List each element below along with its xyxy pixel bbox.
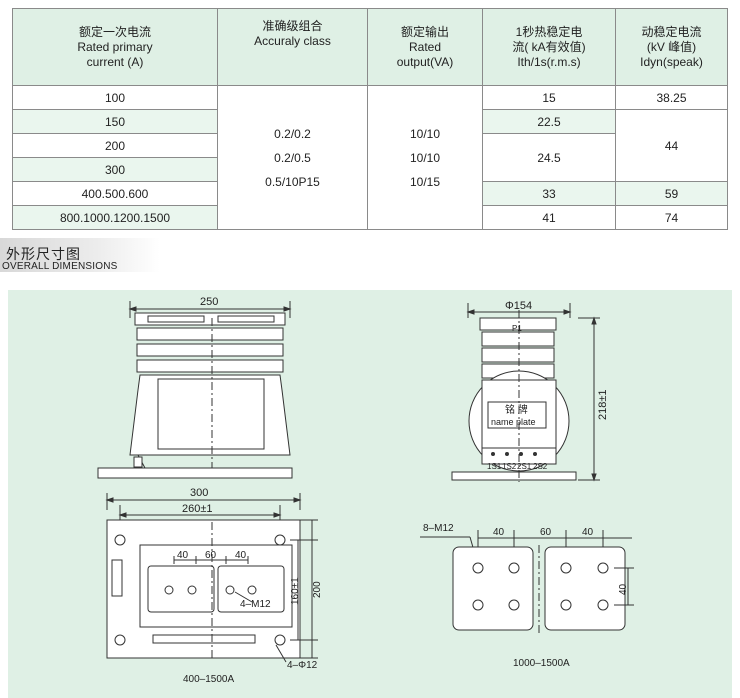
current-cell: 300: [12, 157, 218, 182]
base-height-200-label: 200: [312, 581, 323, 598]
base-hole-span-label: 260±1: [182, 503, 213, 515]
nameplate-en: name plate: [491, 417, 536, 427]
mounting-holes: [114, 534, 286, 646]
terminal-2s1: 2S1: [517, 462, 532, 471]
base-height-160-label: 160±1: [290, 577, 301, 605]
right-caption: 1000–1500A: [513, 658, 570, 669]
dynamic-cell: 38.25: [615, 85, 728, 110]
right-m12-label: 8–M12: [423, 523, 454, 534]
side-view: Φ154 P1 铭 牌 name plate 1S1 1S2 2S1 2S2 2…: [451, 300, 609, 482]
section-banner: [0, 238, 160, 272]
base-width-label: 300: [190, 487, 208, 499]
front-width-label: 250: [200, 296, 218, 308]
terminal-1s1: 1S1: [487, 462, 502, 471]
current-cell: 150: [12, 109, 218, 134]
bolt-label: 4–M12: [240, 599, 271, 610]
base-dim-40b: 40: [235, 550, 247, 561]
dynamic-cell: 74: [615, 205, 728, 230]
thermal-cell: 33: [482, 181, 616, 206]
base-plan: 300 260±1 40 60 40 4–M12 4–Φ12: [105, 487, 323, 685]
section-title-en: OVERALL DIMENSIONS: [2, 261, 118, 272]
p1-label: P1: [512, 324, 522, 333]
current-cell: 400.500.600: [12, 181, 218, 206]
thermal-cell: 22.5: [482, 109, 616, 134]
current-cell: 100: [12, 85, 218, 110]
nameplate-cn: 铭 牌: [505, 403, 528, 416]
header-dynamic-current: 动稳定电流(kV 峰值)Idyn(speak): [615, 8, 728, 86]
bolt-holes: [164, 585, 257, 595]
hole-label: 4–Φ12: [287, 660, 318, 671]
current-cell: 800.1000.1200.1500: [12, 205, 218, 230]
right-dim-60: 60: [540, 527, 552, 538]
side-height-label: 218±1: [597, 389, 609, 420]
terminal-pads: 8–M12 40 60 40 40 1000–1500A: [420, 523, 634, 669]
front-view: 250: [97, 296, 293, 479]
dynamic-cell: 44: [615, 109, 728, 182]
right-dim-40a: 40: [493, 527, 505, 538]
thermal-cell: 41: [482, 205, 616, 230]
side-diameter-label: Φ154: [505, 300, 532, 312]
terminal-2s2: 2S2: [533, 462, 548, 471]
thermal-cell: 24.5: [482, 133, 616, 182]
base-dim-60: 60: [205, 550, 217, 561]
base-dim-40a: 40: [177, 550, 189, 561]
right-dim-40b: 40: [582, 527, 594, 538]
thermal-cell: 15: [482, 85, 616, 110]
right-dim-40v: 40: [618, 583, 629, 595]
section-title-cn: 外形尺寸图: [6, 247, 81, 263]
left-caption: 400–1500A: [183, 674, 234, 685]
terminal-1s2: 1S2: [502, 462, 517, 471]
